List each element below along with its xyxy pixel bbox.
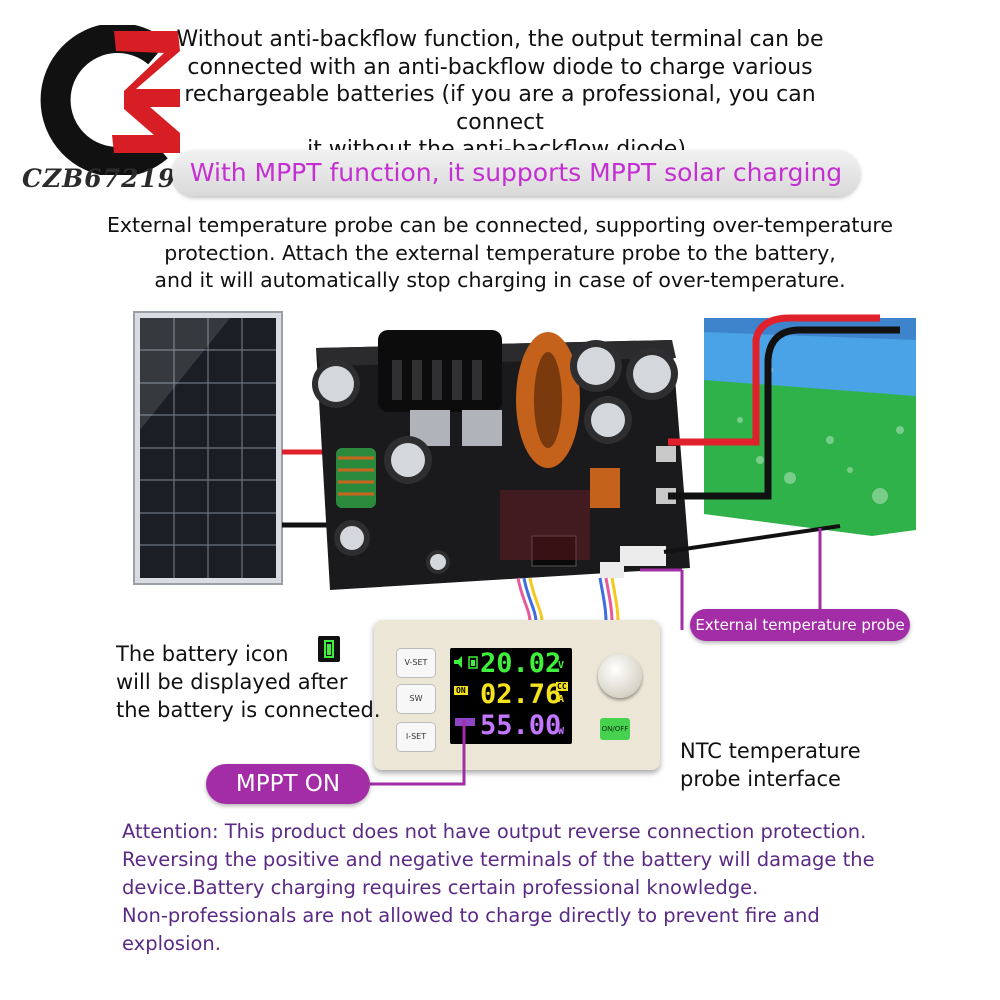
battery-note-line: the battery is connected.	[116, 698, 381, 722]
temperature-paragraph: External temperature probe can be connec…	[80, 212, 920, 295]
attention-paragraph: Attention: This product does not have ou…	[122, 818, 922, 958]
voltage-unit: V	[558, 660, 565, 671]
intro-paragraph: Without anti-backflow function, the outp…	[150, 26, 850, 164]
ntc-interface-note: NTC temperature probe interface	[680, 737, 900, 793]
cc-badge: CC	[556, 682, 568, 691]
temperature-line: External temperature probe can be connec…	[106, 213, 894, 237]
current-readout: 02.76	[480, 679, 562, 710]
converter-board	[312, 330, 690, 590]
battery-icon-note: The battery icon will be displayed after…	[116, 640, 386, 724]
wiring-illustration	[133, 311, 916, 630]
temperature-line: and it will automatically stop charging …	[154, 268, 846, 292]
current-unit: A	[558, 694, 565, 705]
ntc-line: probe interface	[680, 767, 841, 791]
attention-line: Attention: This product does not have ou…	[122, 820, 867, 843]
battery-note-line: will be displayed after	[116, 670, 348, 694]
attention-line: device.Battery charging requires certain…	[122, 876, 759, 899]
power-unit: W	[558, 726, 565, 737]
intro-line: Without anti-backflow function, the outp…	[176, 27, 824, 52]
voltage-readout: 20.02	[480, 648, 562, 679]
attention-line: Non-professionals are not allowed to cha…	[122, 904, 820, 927]
i-set-button[interactable]: I-SET	[396, 722, 436, 752]
mppt-banner: With MPPT function, it supports MPPT sol…	[172, 150, 860, 196]
sw-button[interactable]: SW	[396, 684, 436, 714]
attention-line: explosion.	[122, 932, 221, 955]
power-readout: 55.00	[480, 710, 562, 741]
on-badge: ON	[454, 686, 468, 695]
battery-note-line: The battery icon	[116, 642, 289, 666]
mppt-on-label: MPPT ON	[206, 764, 370, 804]
mppt-callout-line	[370, 720, 466, 786]
attention-line: Reversing the positive and negative term…	[122, 848, 875, 871]
solar-panel	[133, 311, 283, 585]
intro-line: rechargeable batteries (if you are a pro…	[184, 82, 816, 135]
ntc-line: NTC temperature	[680, 739, 861, 763]
on-off-button[interactable]: ON/OFF	[600, 718, 630, 740]
battery-icon	[318, 636, 340, 662]
temperature-probe-label: External temperature probe	[690, 609, 910, 641]
brand-logo	[40, 25, 180, 175]
v-set-button[interactable]: V-SET	[396, 648, 436, 678]
rotary-knob[interactable]	[598, 654, 642, 698]
temperature-line: protection. Attach the external temperat…	[164, 240, 836, 265]
battery-pack	[704, 318, 916, 536]
intro-line: connected with an anti-backflow diode to…	[187, 54, 813, 80]
display-module: V-SET SW I-SET 20.02 V ON 02.76 CC A 55.…	[374, 620, 660, 770]
lcd-screen: 20.02 V ON 02.76 CC A 55.00 W	[450, 648, 572, 744]
speaker-battery-icon	[454, 656, 478, 669]
mppt-banner-text: With MPPT function, it supports MPPT sol…	[189, 158, 843, 187]
